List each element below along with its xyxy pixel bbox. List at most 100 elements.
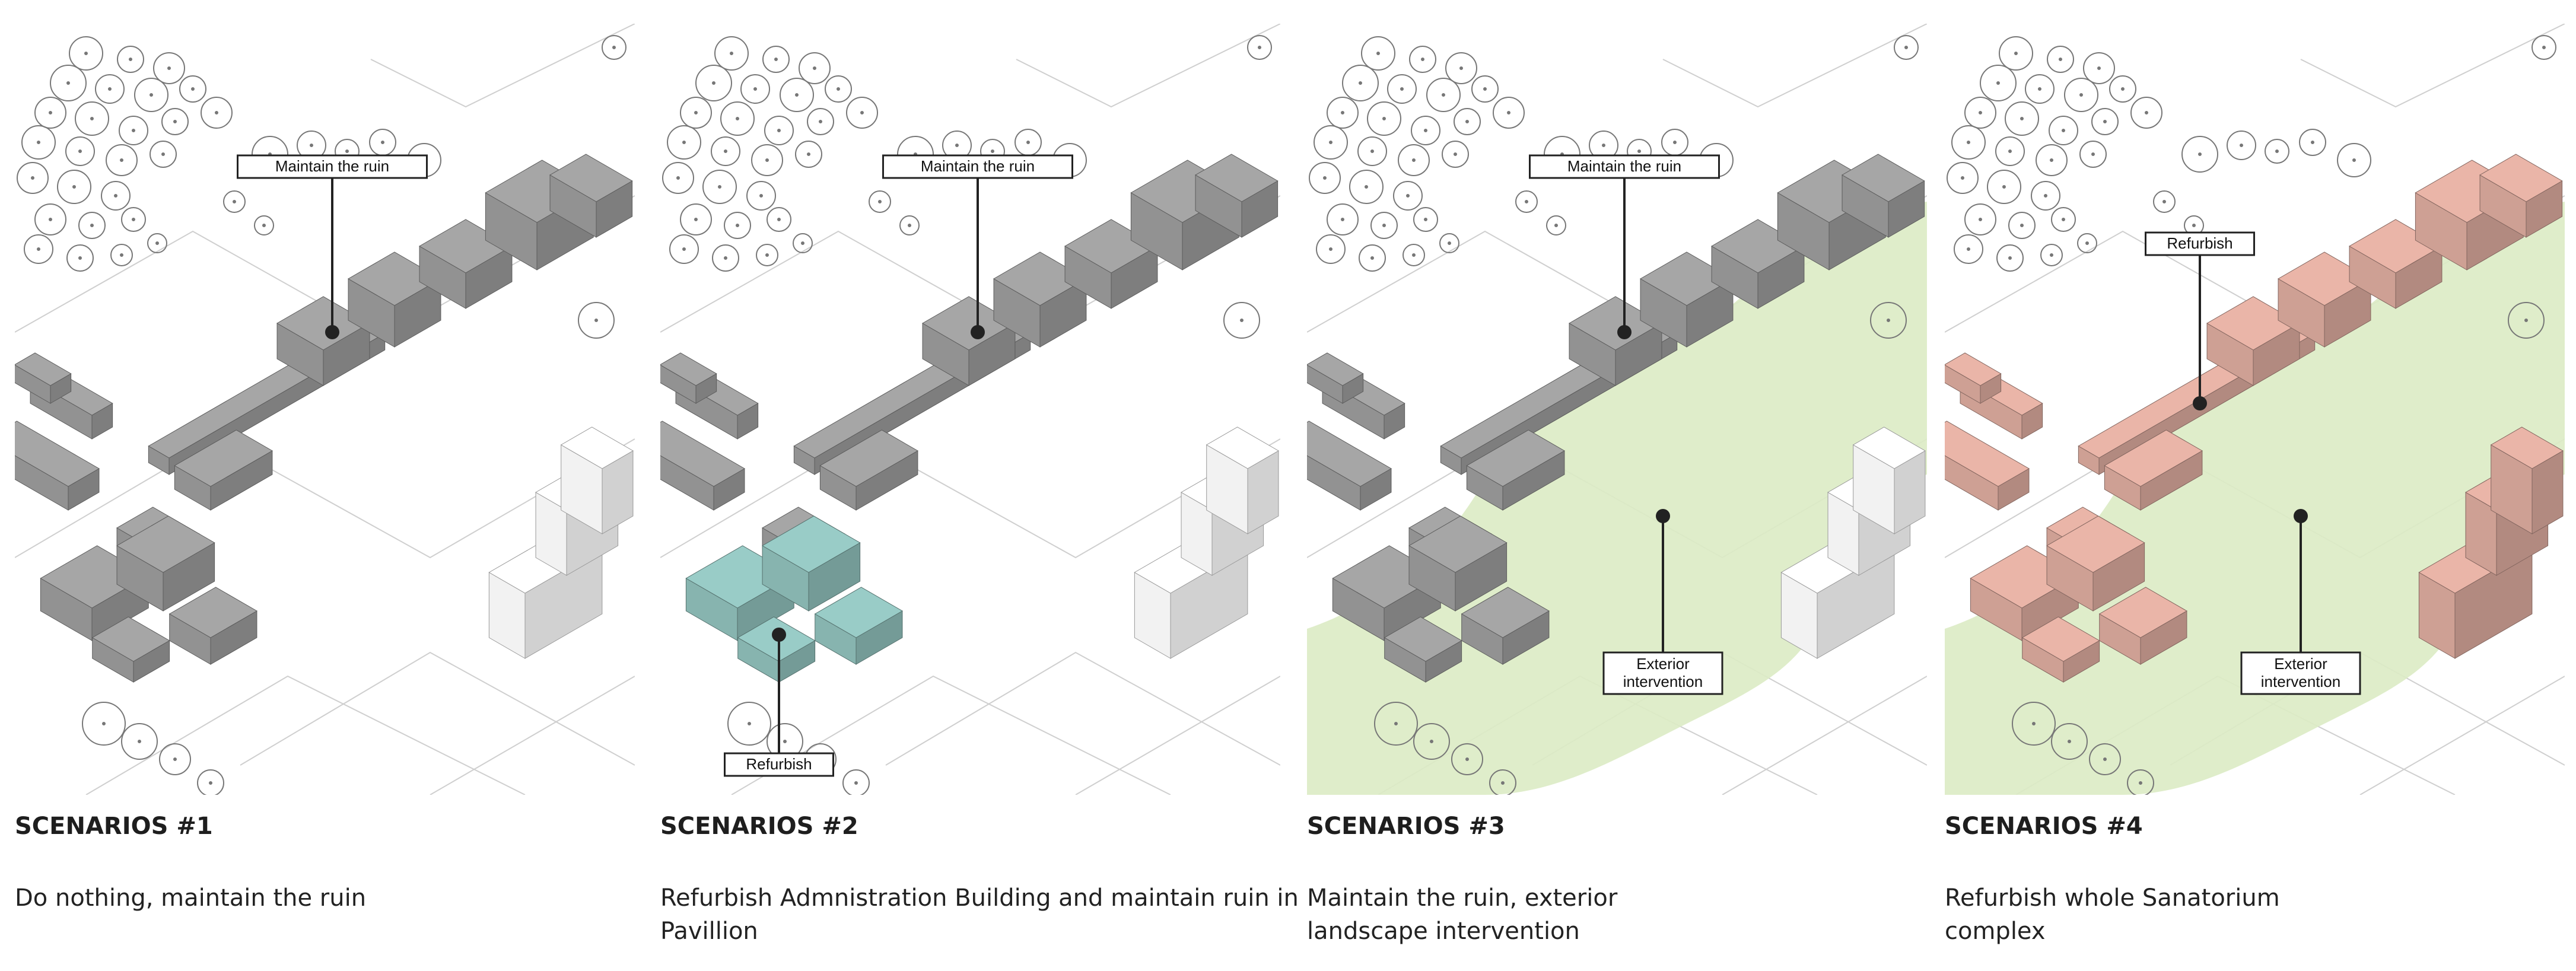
tree xyxy=(78,212,106,239)
scenario-3-title: SCENARIOS #3 xyxy=(1307,813,1505,840)
tree xyxy=(711,136,740,166)
tree xyxy=(24,234,53,264)
tree-canopy xyxy=(1546,215,1566,235)
tree-trunk xyxy=(1341,111,1344,114)
tree-canopy xyxy=(899,215,920,235)
tree-trunk xyxy=(1448,241,1451,245)
tree-canopy xyxy=(2051,207,2076,232)
sanatorium-buildings xyxy=(660,154,1279,576)
tree-canopy xyxy=(1357,136,1387,166)
tree xyxy=(150,141,177,168)
box-top-face xyxy=(15,421,100,487)
tree-trunk xyxy=(90,117,94,120)
trees xyxy=(1947,36,2371,272)
tree xyxy=(680,203,712,235)
tree-trunk xyxy=(2068,740,2071,743)
label-text: Refurbish xyxy=(746,755,812,773)
tree-canopy xyxy=(795,141,822,168)
east-pavilion xyxy=(993,251,1087,348)
label-text: Exterior xyxy=(2274,655,2327,673)
tree xyxy=(780,78,814,112)
box-top-face xyxy=(922,296,1016,351)
tree-canopy xyxy=(117,46,144,73)
tree-trunk xyxy=(2145,111,2148,114)
tree-trunk xyxy=(1996,81,2000,85)
tree xyxy=(1398,144,1430,176)
tree-trunk xyxy=(730,52,733,55)
tree-canopy xyxy=(1314,125,1348,160)
tree-canopy xyxy=(695,65,732,101)
west-wing xyxy=(660,352,717,404)
scenario-4-title: SCENARIOS #4 xyxy=(1945,813,2143,840)
tree-trunk xyxy=(1341,218,1344,221)
tree xyxy=(740,74,770,104)
tree-canopy xyxy=(720,101,755,136)
tree-trunk xyxy=(1979,218,1982,221)
tree-canopy xyxy=(254,215,274,235)
tree-trunk xyxy=(102,722,106,725)
label-box xyxy=(882,154,1073,179)
tree xyxy=(117,46,144,73)
label-box xyxy=(2145,231,2255,256)
tree-trunk xyxy=(90,224,94,227)
tree xyxy=(1374,702,1418,746)
tree-canopy xyxy=(727,702,771,746)
tree xyxy=(1445,52,1477,84)
tree xyxy=(2025,74,2055,104)
tree xyxy=(1964,203,1996,235)
box-top-face xyxy=(1842,154,1925,202)
tree-canopy xyxy=(119,116,148,145)
tree xyxy=(1451,743,1483,775)
tree xyxy=(1247,35,1272,60)
tree-canopy xyxy=(1387,74,1417,104)
tree-canopy xyxy=(1426,78,1461,112)
tree xyxy=(1411,116,1440,145)
tree-trunk xyxy=(724,256,727,260)
box-left-face xyxy=(1945,455,1999,511)
tree-canopy xyxy=(756,244,778,266)
tree-trunk xyxy=(2002,185,2006,189)
box-left-face xyxy=(15,455,69,511)
tree-canopy xyxy=(751,144,783,176)
tree-trunk xyxy=(2524,319,2528,322)
sanatorium-buildings xyxy=(1307,154,1925,576)
tree-canopy xyxy=(34,97,66,129)
north-building xyxy=(1134,426,1279,659)
tree-canopy xyxy=(1247,35,1272,60)
tree xyxy=(1947,162,1979,194)
tree-trunk xyxy=(1400,87,1404,91)
tree-canopy xyxy=(24,234,53,264)
box-top-face xyxy=(819,429,918,487)
tree xyxy=(1403,244,1425,266)
east-pavilion xyxy=(419,219,513,309)
tree-trunk xyxy=(78,149,82,153)
tree-trunk xyxy=(108,87,112,91)
label-box xyxy=(1602,651,1723,695)
tree xyxy=(110,244,133,266)
tree xyxy=(720,101,755,136)
tree-canopy xyxy=(714,36,749,71)
tree-canopy xyxy=(1442,141,1469,168)
tree-canopy xyxy=(1987,170,2021,204)
tree xyxy=(727,702,771,746)
tree-trunk xyxy=(31,176,34,180)
tree xyxy=(702,170,737,204)
east-pavilion xyxy=(1195,154,1279,238)
tree xyxy=(106,144,138,176)
administration-building xyxy=(40,515,257,683)
tree-canopy xyxy=(1947,162,1979,194)
tree-canopy xyxy=(662,162,694,194)
tree xyxy=(223,190,246,213)
tree-trunk xyxy=(991,149,994,153)
tree-trunk xyxy=(1376,52,1380,55)
trees xyxy=(662,36,1087,272)
tree-canopy xyxy=(846,97,878,129)
site-line xyxy=(1662,24,1927,108)
tree xyxy=(1661,129,1688,156)
tree-trunk xyxy=(2192,224,2196,227)
scenario-3-description: Maintain the ruin, exterior landscape in… xyxy=(1307,884,1618,945)
